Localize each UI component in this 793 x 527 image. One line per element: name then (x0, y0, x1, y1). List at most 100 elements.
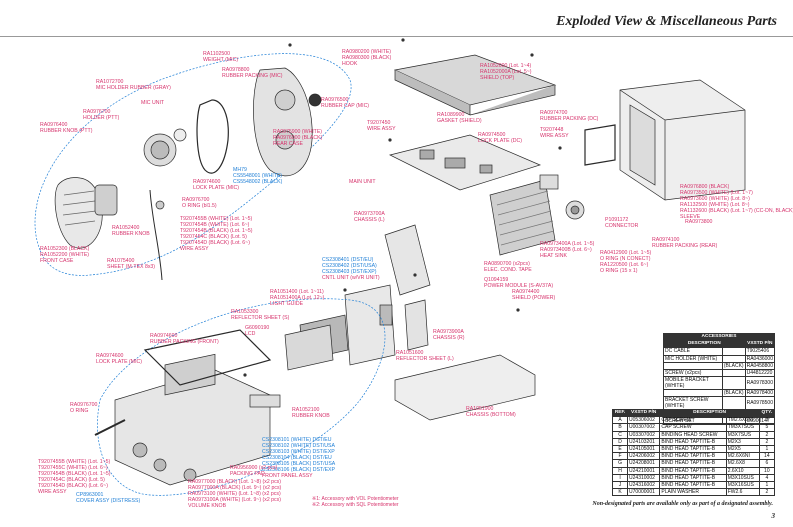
part-label: GASKET (SHIELD) (437, 118, 482, 124)
table-cell: BIND HEAD TAPTITE-B (659, 466, 727, 475)
table-cell: BIND HEAD TAPTITE-B (659, 459, 727, 468)
part-label: RA0974400 (512, 289, 540, 295)
part-label: RA0973700A (354, 211, 385, 217)
part-label: RUBBER KNOB (292, 413, 330, 419)
table-cell: (BLACK) (721, 361, 746, 370)
part-label: O RING (N CONECT) (600, 256, 651, 262)
part-label: O RING (bl1.5) (182, 203, 217, 209)
part-label: RA0974600 (193, 179, 221, 185)
note-sql: ※2: Accessory with SQL Potentiometer (312, 502, 399, 508)
part-label: MAIN UNIT (349, 179, 376, 185)
table-cell: E (611, 444, 629, 454)
mic-rubber-cap (308, 93, 322, 107)
parts-header-pn: VXSTD P/N (627, 408, 661, 418)
table-row: MIC HOLDER (WHITE)RA0436000 (663, 354, 776, 363)
table-cell: U00307002 (627, 423, 661, 432)
front-wire-assy (94, 419, 126, 436)
part-label: REAR CASE (273, 141, 303, 147)
table-cell: BIND HEAD TAPTITE-B (659, 452, 727, 461)
part-label: LOCK PLATE (DC) (478, 138, 523, 144)
table-row: SCREW (x2pcs)U44812220 (663, 368, 776, 378)
front-rubber-packing (143, 329, 272, 386)
front-panel-outline (97, 298, 386, 496)
table-cell (721, 347, 746, 356)
cntl-unit (344, 284, 396, 366)
table-cell: TM2.6X6NI (725, 416, 760, 425)
table-cell: 2.6X10 (725, 466, 760, 475)
table-cell: CAP SCREW (659, 416, 727, 425)
part-label: WIRE ASSY (180, 246, 209, 252)
footnote: Non-designated parts are available only … (592, 501, 773, 507)
table-cell: TM3X7SUS (725, 423, 760, 432)
chassis-right (404, 299, 429, 351)
part-label: CS2308103 (WHITE) DST/EXP (262, 449, 335, 455)
part-label: RA0973400B (Lot. 6~) (540, 247, 592, 253)
part-label: RA0973500 (WHITE) (Lot. 1~7) (680, 190, 753, 196)
mic-front-case (54, 177, 118, 249)
part-label: CONNECTOR (605, 223, 639, 229)
table-cell: 3 (758, 416, 776, 425)
table-cell: 2 (758, 437, 776, 446)
part-label: LIGHT GUIDE (270, 301, 304, 307)
table-cell: FW2.6 (725, 488, 760, 497)
part-label: COVER ASSY (DISTRESS) (76, 498, 141, 504)
part-label: RA0978800 (222, 67, 250, 73)
part-label: CNTL UNIT (w/VR UNIT) (322, 275, 380, 281)
table-cell: M2.6X8 (725, 459, 760, 468)
table-cell: D (611, 437, 629, 446)
part-label: RA1053300 (231, 309, 259, 315)
part-label: T9207454C (BLACK) (Lot. 5) (180, 234, 247, 240)
table-cell: 4 (758, 473, 776, 482)
part-label: RA0973800 (685, 219, 713, 225)
part-label: RA1052000 (Lot. 1~4) (480, 63, 532, 69)
part-label: P1091172 (605, 217, 629, 223)
part-label: MIC UNIT (141, 100, 165, 106)
part-label: RA1052000A (Lot. 5~) (480, 69, 532, 75)
acc-header-description: DESCRIPTION (663, 340, 746, 349)
table-cell: BIND HEAD TAPTITE-B (659, 473, 727, 482)
part-label: POWER MODULE (S-AV37A) (484, 283, 554, 289)
part-label: RA0973600 (WHITE) (Lot. 8~) (680, 196, 750, 202)
part-label: RA1089900 (437, 112, 465, 118)
part-label: CHASSIS (BOTTOM) (466, 412, 516, 418)
table-cell: U24210001 (627, 466, 661, 475)
mic-rubber-packing (196, 99, 229, 174)
table-cell (721, 354, 746, 363)
part-label: CS2308401 (DST/EU) (322, 257, 374, 263)
table-cell: J (611, 480, 629, 490)
part-label: RA0974100 (652, 237, 680, 243)
part-label: CS2308105 (BLACK) DST/USA (262, 461, 336, 467)
table-cell (721, 368, 746, 378)
table-cell: U24105001 (627, 444, 661, 454)
part-label: RA1051400A (Lot. 12~) (270, 295, 325, 301)
table-cell: BINDING HEAD SCREW (659, 430, 727, 439)
table-cell: B (611, 423, 629, 432)
table-cell: M2X3 (725, 437, 760, 446)
table-row: MOBILE BRACKET (WHITE)RA0978300 (663, 376, 776, 391)
mic-rear-case (253, 67, 313, 177)
part-label: RA1051600 (396, 350, 424, 356)
table-row: (BLACK)RA0458800 (663, 361, 776, 370)
connector (565, 200, 585, 220)
table-cell: BIND HEAD TAPTITE-B (659, 480, 727, 490)
part-label: T9207454B (BLACK) (Lot. 1~5) (180, 228, 253, 234)
table-cell: RA0978500 (744, 396, 776, 411)
part-label: RA0974700 (540, 110, 568, 116)
lcd-assembly (284, 314, 349, 371)
part-label: FRONT PANEL ASSY (262, 473, 313, 479)
part-label: RA0973100 (WHITE) (Lot. 1~8) (x2 pcs) (188, 491, 281, 497)
part-label: PACKING PAD (230, 471, 265, 477)
table-cell: 14 (758, 452, 776, 461)
part-label: RA1051900 (466, 406, 494, 412)
table-cell: A (611, 416, 629, 425)
table-cell: BIND HEAD TAPTITE-B (659, 437, 727, 446)
part-label: RA0980300 (BLACK) (342, 55, 392, 61)
